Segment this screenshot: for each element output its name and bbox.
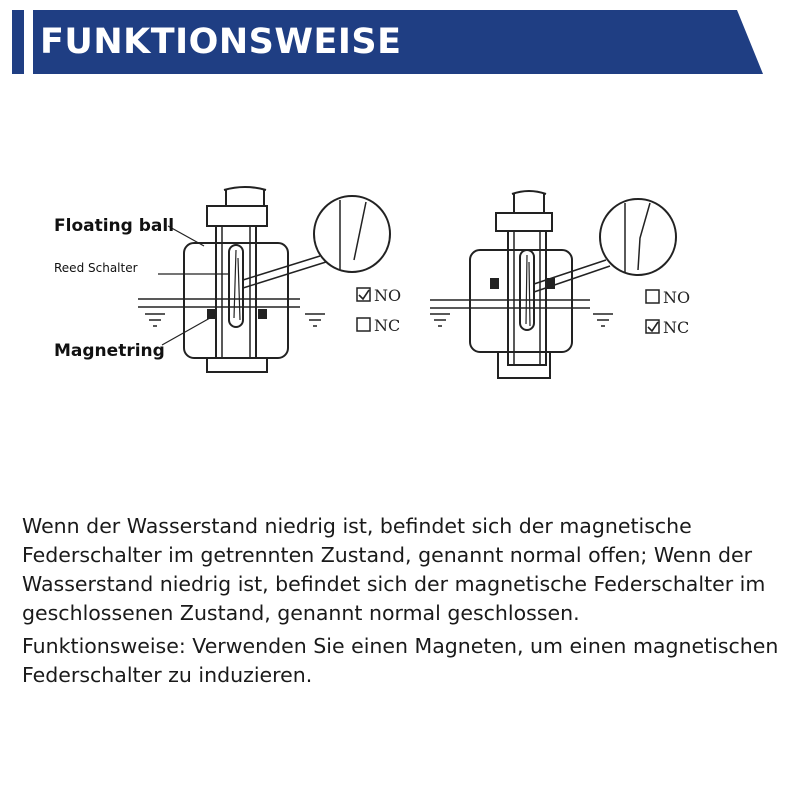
header-banner [33, 10, 763, 74]
description-text: Wenn der Wasserstand niedrig ist, befind… [22, 512, 782, 694]
float-switch-diagram: Floating ball Reed Schalter Magnetring N… [54, 186, 690, 379]
magnet-ring-label: Magnetring [54, 341, 165, 361]
magnet-left-b [258, 309, 267, 319]
magnet-right-b [546, 278, 555, 289]
magnet-right-a [490, 278, 499, 289]
no-label-left: NO [374, 286, 401, 305]
float-switch-left [138, 186, 391, 373]
magnifier-right [599, 198, 677, 276]
water-level-symbol [145, 313, 325, 327]
magnifier-left [313, 195, 391, 273]
reed-switch-label: Reed Schalter [54, 261, 138, 275]
water-level-symbol [430, 313, 613, 327]
header-accent-stripe [12, 10, 24, 74]
description-paragraph-2: Funktionsweise: Verwenden Sie einen Magn… [22, 634, 779, 687]
nc-label-right: NC [663, 318, 689, 337]
no-label-right: NO [663, 288, 690, 307]
floating-ball-label: Floating ball [54, 216, 174, 236]
nc-label-left: NC [374, 316, 400, 335]
float-switch-right [430, 190, 677, 379]
page-title: FUNKTIONSWEISE [40, 22, 402, 62]
checkbox-no-left [356, 287, 371, 302]
checkbox-nc-right [645, 319, 660, 334]
checkbox-nc-left [356, 317, 371, 332]
reed-capsule-left [228, 244, 244, 328]
reed-capsule-right [519, 249, 535, 331]
description-paragraph-1: Wenn der Wasserstand niedrig ist, befind… [22, 514, 766, 625]
checkbox-no-right [645, 289, 660, 304]
magnet-left-a [207, 309, 216, 319]
